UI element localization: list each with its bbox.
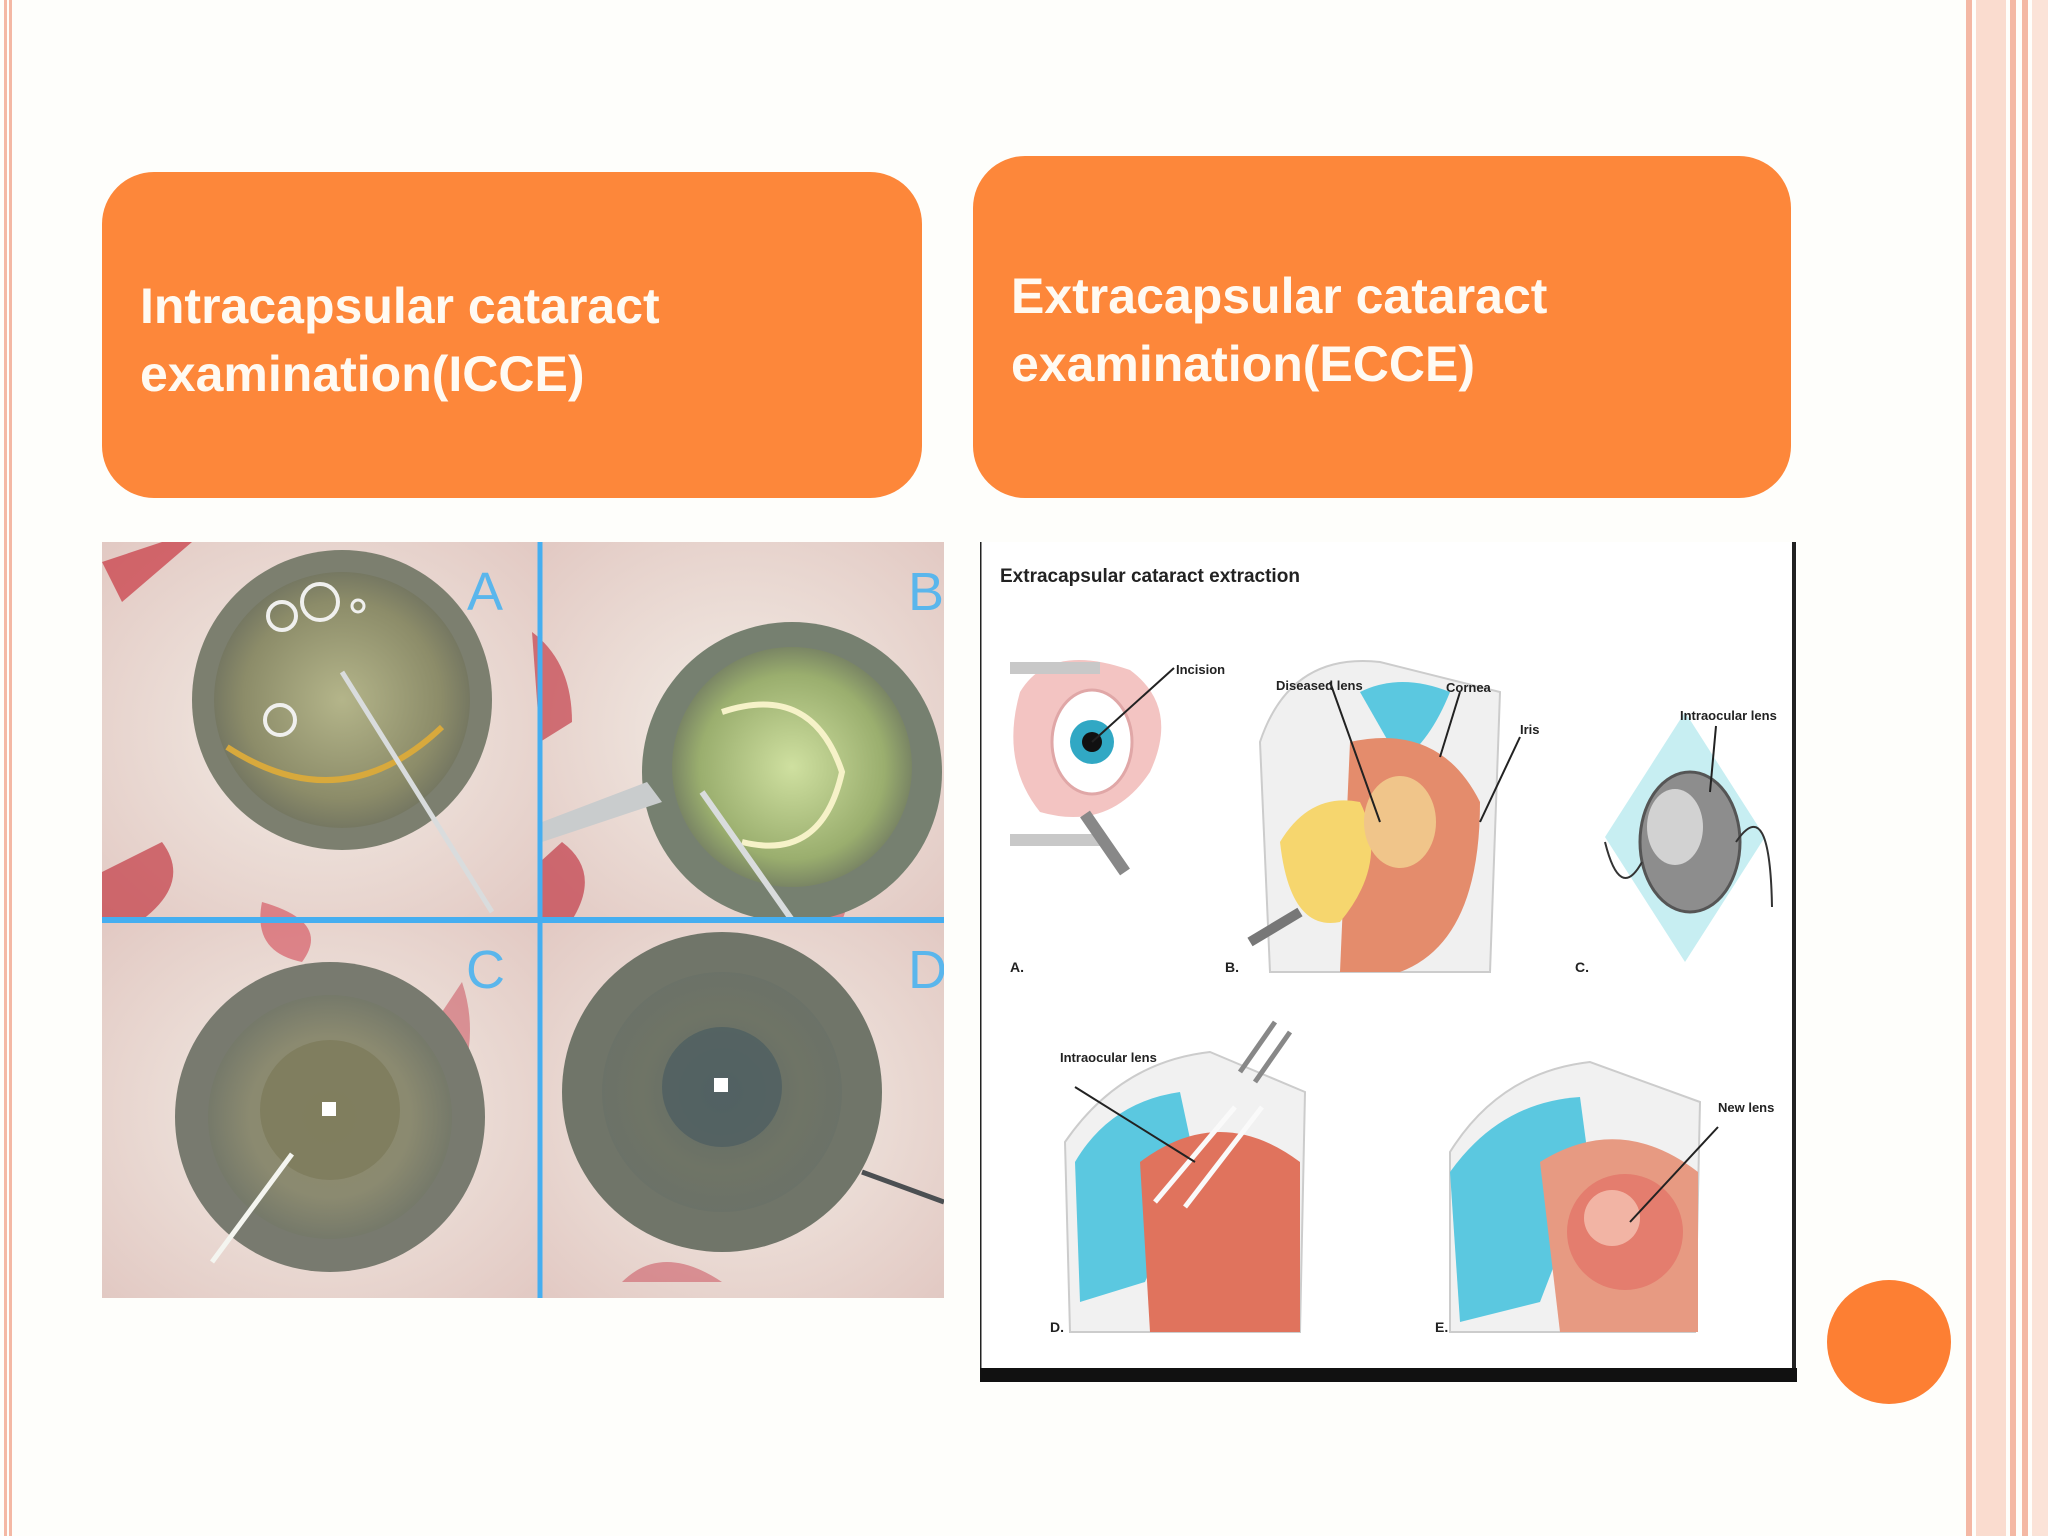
ecce-diagram: Extracapsular cataract extraction Incisi…	[980, 542, 1797, 1382]
panel-label-d: D	[908, 940, 944, 1000]
ecce-diagram-illustration: Extracapsular cataract extraction Incisi…	[980, 542, 1797, 1382]
panel-label-b: B	[908, 562, 944, 622]
label-new-lens: New lens	[1718, 1100, 1774, 1115]
label-intraocular-lens-c: Intraocular lens	[1680, 708, 1777, 723]
ecce-heading-box: Extracapsular cataract examination(ECCE)	[973, 156, 1791, 498]
left-border-decoration	[4, 0, 12, 1536]
icce-heading-line1: Intracapsular cataract	[140, 278, 660, 334]
label-incision: Incision	[1176, 662, 1225, 677]
panel-label-c: C	[466, 940, 505, 1000]
icce-heading-box: Intracapsular cataract examination(ICCE)	[102, 172, 922, 498]
ecce-heading-line1: Extracapsular cataract	[1011, 268, 1548, 324]
right-border-decoration	[1966, 0, 2048, 1536]
step-label-c: C.	[1575, 959, 1589, 975]
ecce-heading-line2: examination(ECCE)	[1011, 336, 1475, 392]
step-label-e: E.	[1435, 1319, 1448, 1335]
step-label-b: B.	[1225, 959, 1239, 975]
icce-heading-line2: examination(ICCE)	[140, 346, 585, 402]
step-label-d: D.	[1050, 1319, 1064, 1335]
decorative-orange-circle	[1827, 1280, 1951, 1404]
label-diseased-lens: Diseased lens	[1276, 678, 1363, 693]
step-label-a: A.	[1010, 959, 1024, 975]
diagram-title: Extracapsular cataract extraction	[1000, 566, 1300, 587]
icce-photo-illustration: A B C D	[102, 542, 944, 1298]
panel-label-a: A	[467, 562, 503, 622]
icce-surgery-photo-grid: A B C D	[102, 542, 944, 1298]
label-iris: Iris	[1520, 722, 1540, 737]
label-intraocular-lens-d: Intraocular lens	[1060, 1050, 1157, 1065]
label-cornea: Cornea	[1446, 680, 1492, 695]
